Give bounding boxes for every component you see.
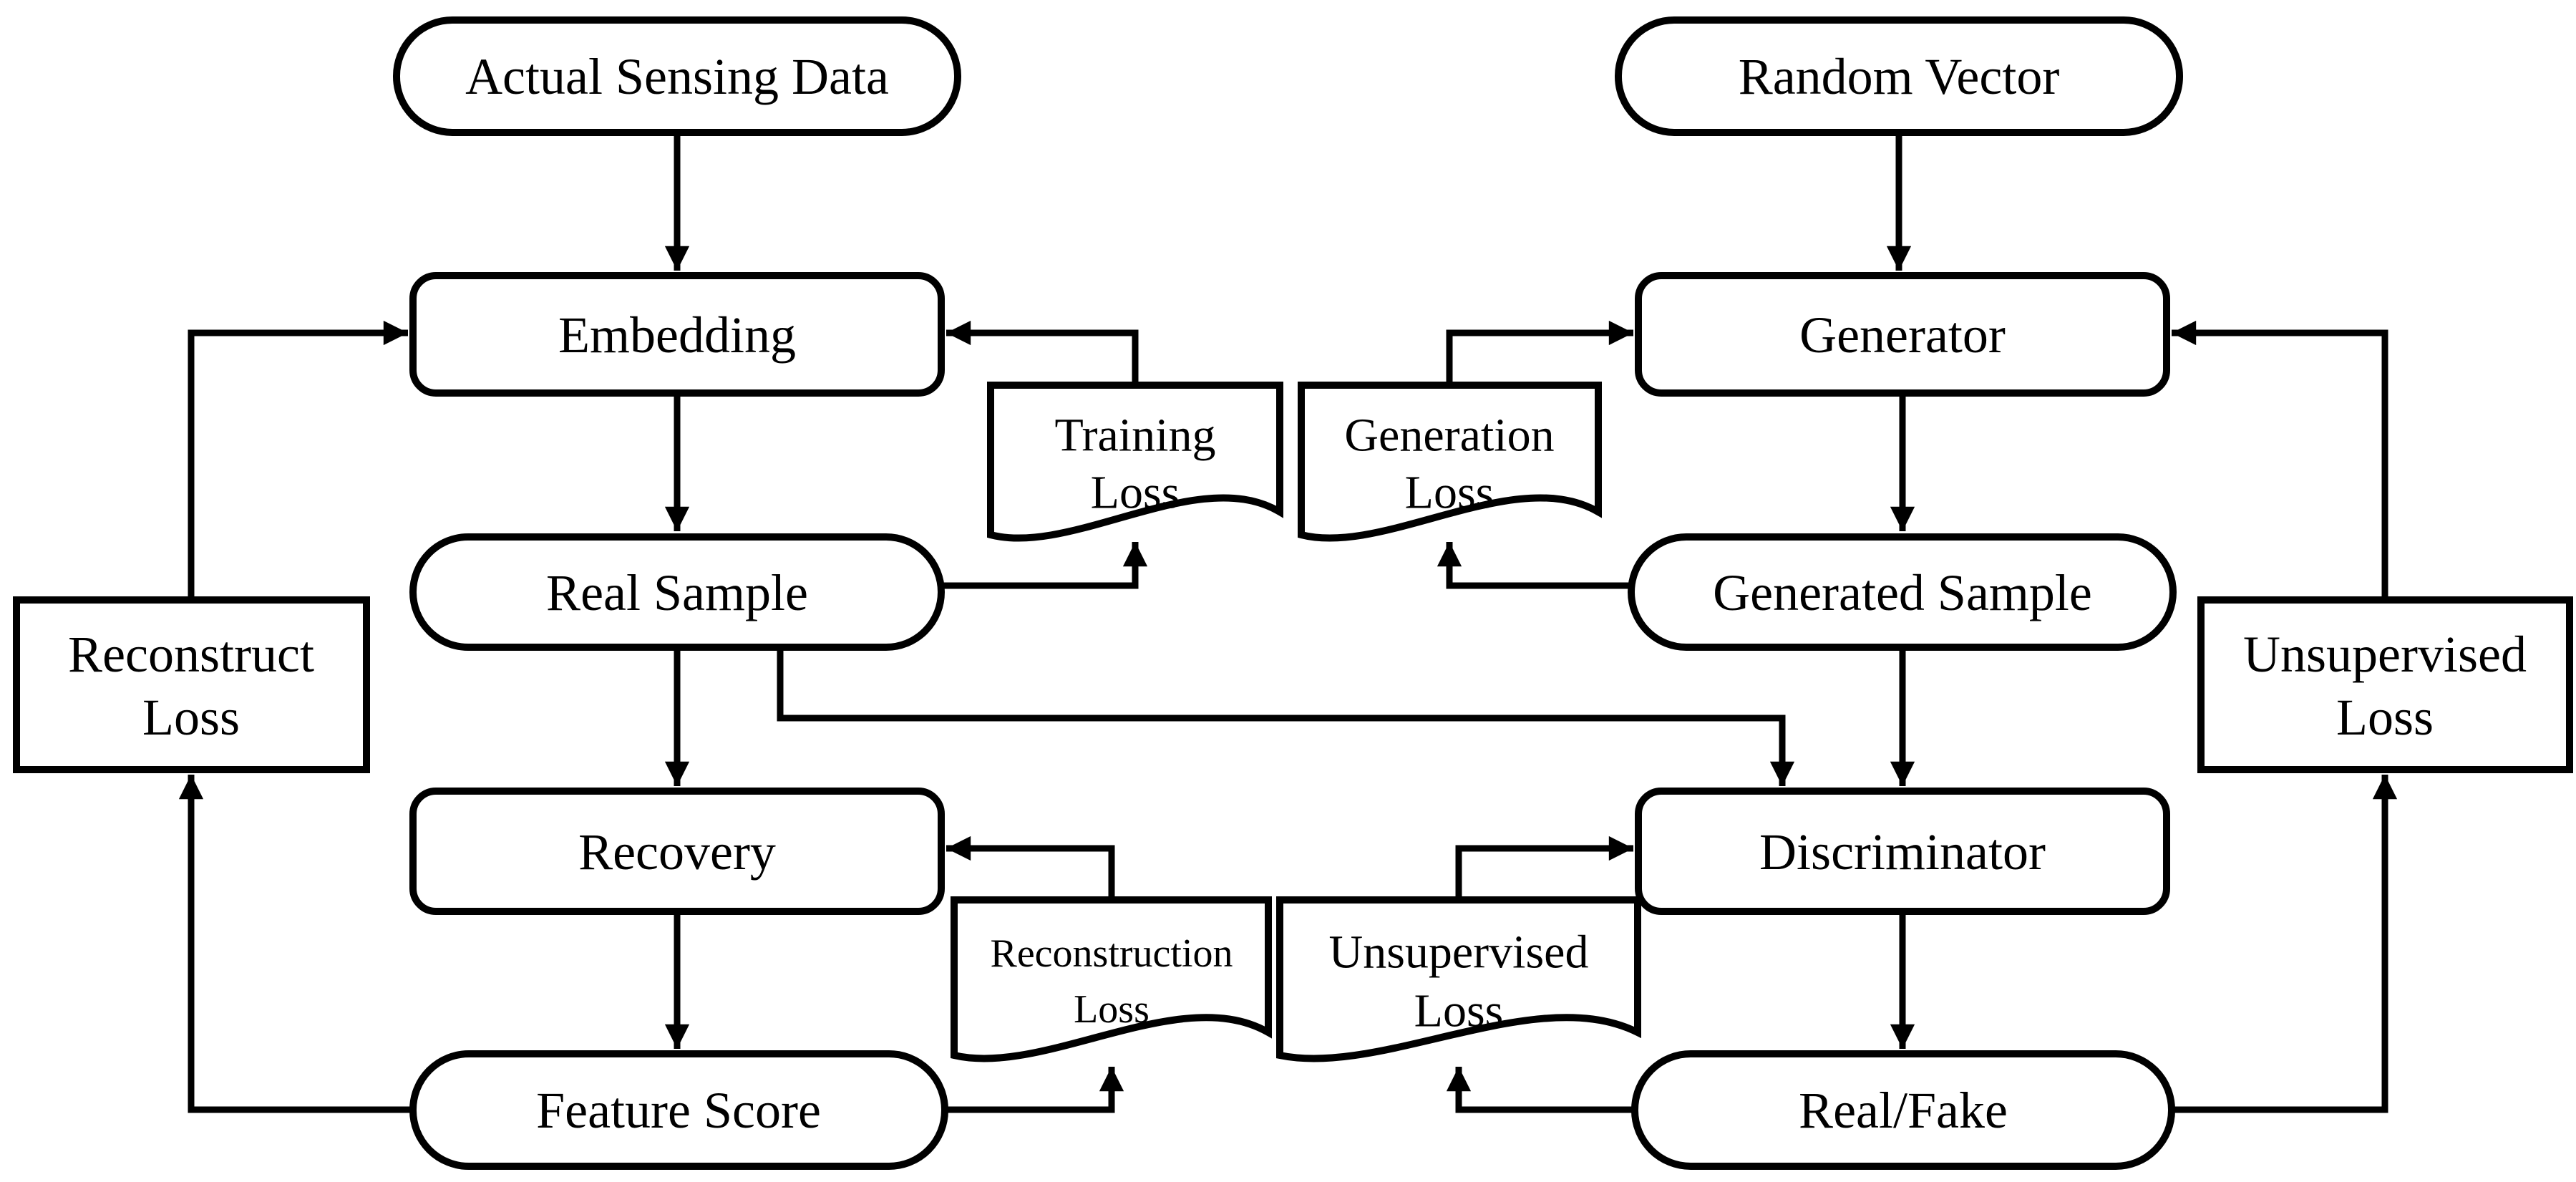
- node-reconstruction-loss: Reconstruction Loss: [951, 896, 1272, 1062]
- edge-unsupervised-loss-right-to-generator: [2172, 320, 2388, 600]
- node-generator: Generator: [1635, 272, 2170, 397]
- node-reconstruct-loss: Reconstruct Loss: [13, 596, 370, 773]
- node-label-line1: Reconstruction: [990, 931, 1233, 976]
- edge-real-fake-to-unsupervised-loss-right: [2172, 775, 2398, 1113]
- node-label-line1: Training: [1055, 410, 1216, 462]
- stadium-shape: [1631, 1050, 2175, 1170]
- edge-feature-score-to-reconstruct-loss: [178, 775, 413, 1113]
- node-label: Feature Score: [536, 1082, 821, 1139]
- node-label: Real/Fake: [1799, 1082, 2008, 1139]
- node-label-line2: Loss: [142, 689, 240, 746]
- edge-generated-sample-to-generation-loss: [1437, 542, 1631, 589]
- node-real-fake: Real/Fake: [1631, 1050, 2175, 1170]
- node-label-line1: Unsupervised: [1329, 926, 1589, 979]
- node-actual-sensing-data: Actual Sensing Data: [393, 16, 961, 136]
- document-shape: [1298, 382, 1602, 542]
- stadium-shape: [1615, 16, 2183, 136]
- node-label: Generated Sample: [1713, 564, 2092, 621]
- node-training-loss: Training Loss: [987, 382, 1283, 542]
- node-label-line2: Loss: [1074, 987, 1150, 1032]
- node-label-line1: Reconstruct: [68, 626, 314, 683]
- rounded-rect-shape: [1635, 272, 2170, 397]
- stadium-shape: [393, 16, 961, 136]
- edge-unsupervised-loss-mid-to-discriminator: [1455, 835, 1633, 900]
- node-label-line2: Loss: [1414, 985, 1504, 1037]
- node-embedding: Embedding: [409, 272, 945, 397]
- edge-reconstruction-loss-to-recovery: [946, 835, 1115, 900]
- node-label: Discriminator: [1759, 823, 2046, 881]
- node-unsupervised-loss-mid: Unsupervised Loss: [1276, 896, 1641, 1062]
- node-label-line2: Loss: [1405, 467, 1494, 519]
- node-recovery: Recovery: [409, 788, 945, 915]
- node-label-line1: Generation: [1344, 410, 1554, 462]
- node-label-line2: Loss: [1091, 467, 1180, 519]
- node-discriminator: Discriminator: [1635, 788, 2170, 915]
- node-label-line1: Unsupervised: [2243, 626, 2527, 683]
- edge-real-sample-to-discriminator: [777, 647, 1795, 786]
- edge-reconstruct-loss-to-embedding: [188, 320, 408, 600]
- node-label-line2: Loss: [2336, 689, 2434, 746]
- node-feature-score: Feature Score: [409, 1050, 948, 1170]
- node-generation-loss: Generation Loss: [1298, 382, 1602, 542]
- edge-real-sample-to-training-loss: [941, 542, 1148, 589]
- rect-shape: [13, 596, 370, 773]
- rect-shape: [2197, 596, 2573, 773]
- document-shape: [987, 382, 1283, 542]
- node-label: Embedding: [558, 306, 796, 364]
- node-real-sample: Real Sample: [409, 533, 945, 651]
- edge-feature-score-to-reconstruction-loss: [945, 1067, 1124, 1113]
- node-label: Real Sample: [546, 564, 808, 621]
- edge-real-fake-to-unsupervised-loss-mid: [1446, 1067, 1635, 1113]
- rounded-rect-shape: [1635, 788, 2170, 915]
- rounded-rect-shape: [409, 788, 945, 915]
- node-generated-sample: Generated Sample: [1628, 533, 2177, 651]
- node-label: Generator: [1799, 306, 2006, 364]
- node-label: Recovery: [578, 823, 776, 881]
- rounded-rect-shape: [409, 272, 945, 397]
- document-shape: [951, 896, 1272, 1062]
- document-shape: [1276, 896, 1641, 1062]
- node-unsupervised-loss-right: Unsupervised Loss: [2197, 596, 2573, 773]
- node-random-vector: Random Vector: [1615, 16, 2183, 136]
- stadium-shape: [1628, 533, 2177, 651]
- stadium-shape: [409, 533, 945, 651]
- node-label: Actual Sensing Data: [465, 48, 889, 105]
- edge-training-loss-to-embedding: [946, 320, 1139, 385]
- node-label: Random Vector: [1739, 48, 2060, 105]
- stadium-shape: [409, 1050, 948, 1170]
- edge-generation-loss-to-generator: [1446, 320, 1633, 385]
- edges: [178, 132, 2398, 1113]
